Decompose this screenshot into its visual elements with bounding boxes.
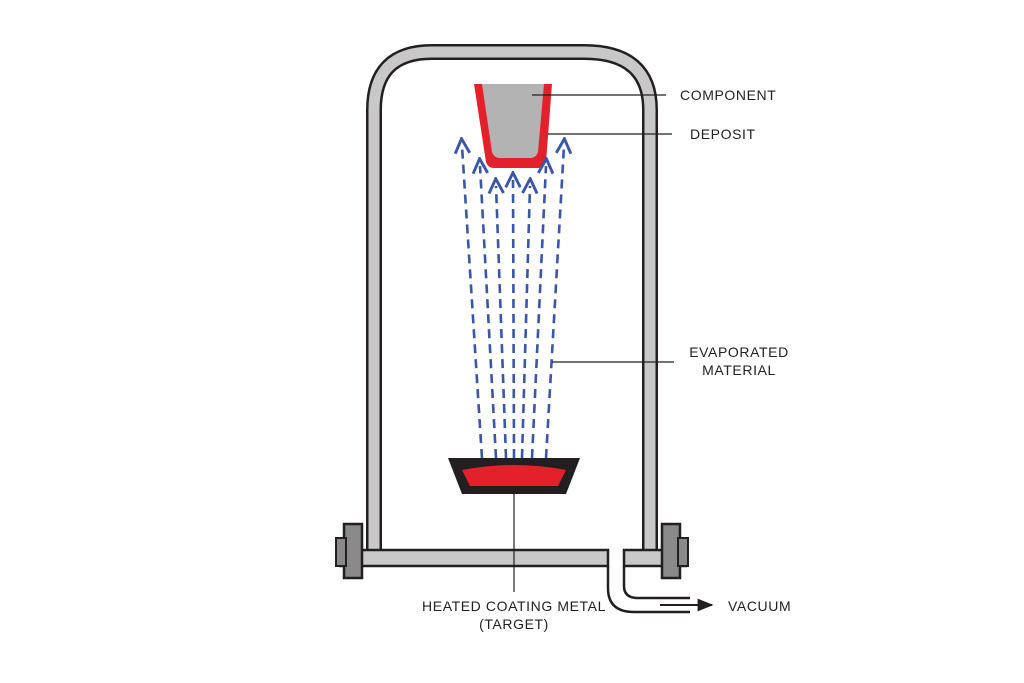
right-flange	[660, 522, 689, 580]
leader-lines	[513, 94, 674, 592]
vapor-stream	[520, 186, 530, 459]
base-plate	[338, 548, 688, 568]
vapor-stream	[480, 166, 498, 459]
vapor-stream	[496, 186, 508, 459]
heated-label-line1: HEATED COATING METAL	[422, 598, 606, 614]
vapor-stream	[462, 146, 484, 459]
evaporated-label-line2: MATERIAL	[702, 362, 776, 378]
vapor-stream	[513, 180, 514, 459]
vapor-stream	[530, 166, 546, 459]
crucible	[448, 458, 580, 494]
left-flange	[335, 522, 364, 580]
heated-label-line2: (TARGET)	[479, 616, 549, 632]
vacuum-outlet-pipe	[606, 566, 714, 614]
evaporated-label-line1: EVAPORATED	[689, 344, 789, 360]
evaporated-material-streams	[462, 146, 564, 459]
chamber-wall	[366, 44, 658, 555]
vapor-stream	[544, 146, 564, 459]
vacuum-label: VACUUM	[728, 598, 792, 614]
heated-coating-metal-label: HEATED COATING METAL (TARGET)	[404, 597, 624, 633]
component-label: COMPONENT	[680, 87, 777, 103]
evaporated-material-label: EVAPORATED MATERIAL	[684, 343, 794, 379]
deposit-label: DEPOSIT	[690, 126, 756, 142]
component	[474, 84, 552, 168]
